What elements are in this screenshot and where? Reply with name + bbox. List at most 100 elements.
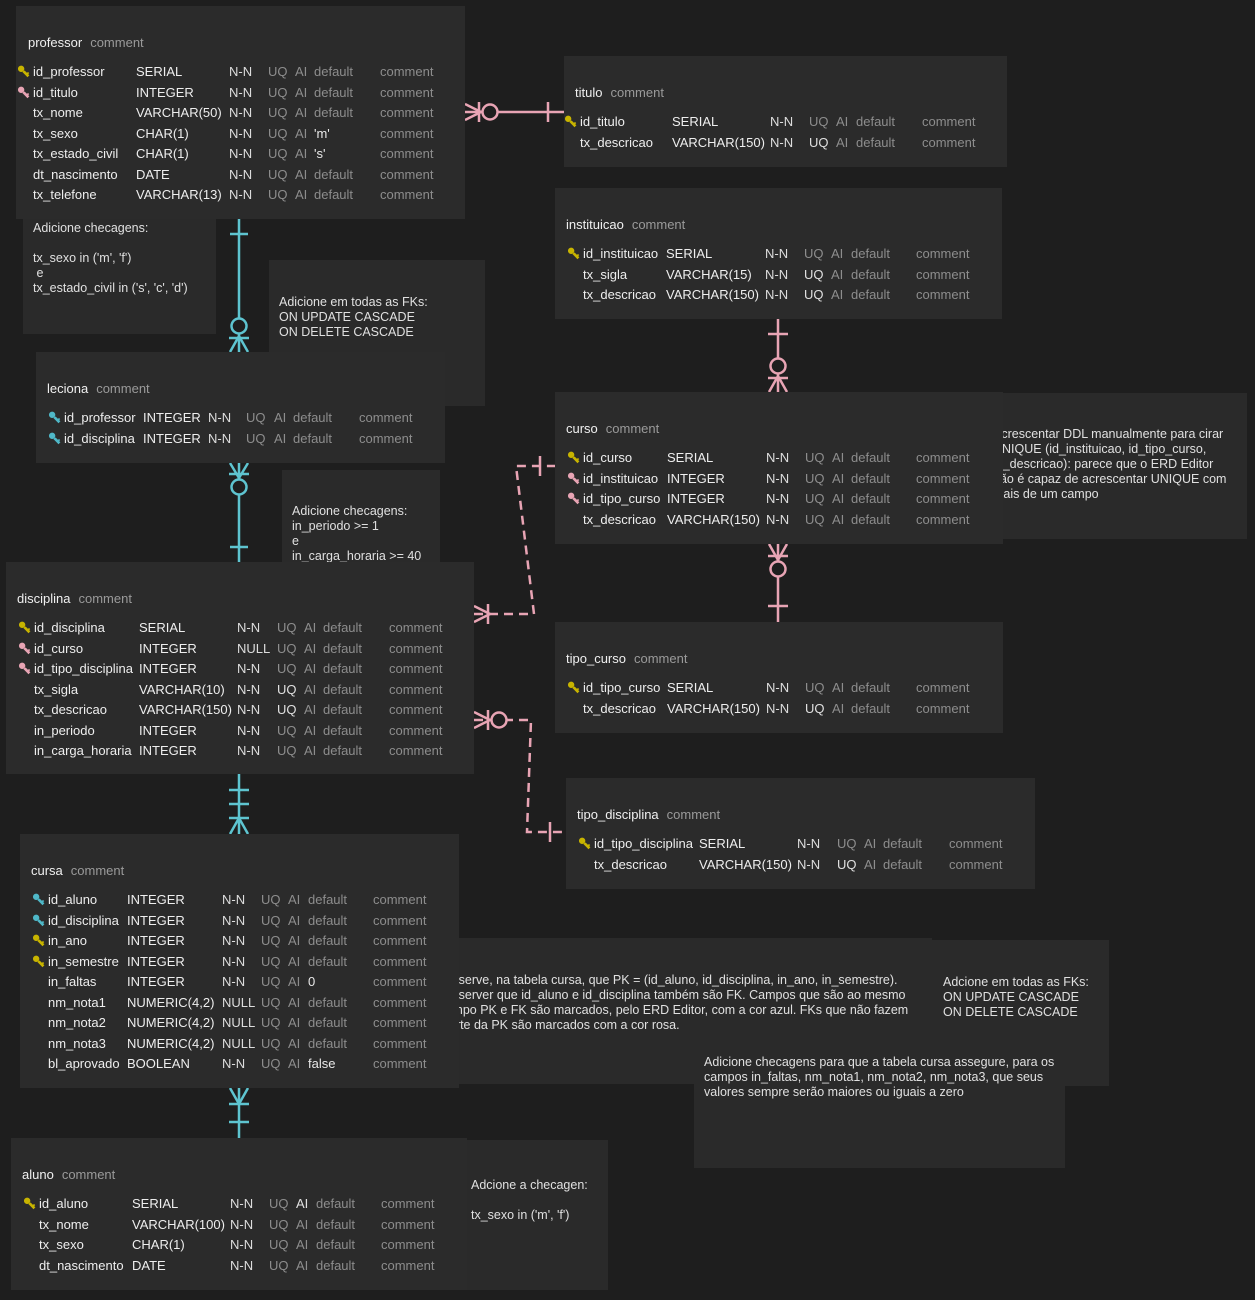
column-type[interactable]: SERIAL [136, 64, 183, 79]
column-autoincrement[interactable]: AI [296, 1216, 309, 1232]
column-nullable[interactable]: N-N [766, 470, 790, 486]
column-comment[interactable]: comment [381, 1216, 435, 1232]
column-default[interactable]: 's' [314, 146, 326, 161]
column-autoincrement[interactable]: AI [836, 134, 849, 150]
column-comment[interactable]: comment [373, 933, 427, 948]
column-autoincrement[interactable]: AI [295, 166, 308, 182]
column-nullable[interactable]: N-N [765, 287, 789, 302]
column-autoincrement[interactable]: AI [831, 287, 844, 302]
column-autoincrement[interactable]: AI [304, 640, 317, 656]
column-nullable[interactable]: N-N [229, 64, 253, 79]
column-default[interactable]: 0 [308, 974, 316, 989]
column-autoincrement[interactable]: AI [304, 722, 317, 738]
column-comment[interactable]: comment [380, 166, 434, 182]
column-type[interactable]: BOOLEAN [127, 1056, 190, 1071]
column-nullable[interactable]: N-N [222, 974, 246, 989]
column-default[interactable]: default [314, 166, 354, 182]
column-type[interactable]: INTEGER [143, 410, 201, 425]
column-default[interactable]: default [323, 661, 363, 676]
column-default[interactable]: default [314, 187, 354, 202]
column-comment[interactable]: comment [922, 134, 976, 150]
column-type[interactable]: INTEGER [143, 430, 201, 446]
column-nullable[interactable]: NULL [222, 1015, 256, 1030]
column-default[interactable]: default [293, 410, 333, 425]
column-autoincrement[interactable]: AI [296, 1196, 309, 1211]
column-unique[interactable]: UQ [269, 1257, 289, 1273]
column-type[interactable]: INTEGER [136, 84, 194, 100]
column-default[interactable]: default [323, 620, 363, 635]
column-unique[interactable]: UQ [269, 1237, 289, 1252]
column-unique[interactable]: UQ [837, 856, 857, 872]
column-nullable[interactable]: N-N [237, 722, 261, 738]
column-comment[interactable]: comment [373, 1035, 427, 1051]
column-autoincrement[interactable]: AI [295, 146, 308, 161]
column-nullable[interactable]: N-N [229, 146, 253, 161]
column-name[interactable]: id_professor [33, 64, 105, 79]
column-comment[interactable]: comment [359, 430, 413, 446]
column-name[interactable]: id_tipo_disciplina [594, 836, 694, 851]
column-name[interactable]: id_professor [64, 410, 136, 425]
table-name[interactable]: leciona [47, 381, 89, 396]
column-nullable[interactable]: N-N [237, 702, 261, 717]
column-unique[interactable]: UQ [809, 134, 829, 150]
column-nullable[interactable]: N-N [765, 246, 789, 261]
column-autoincrement[interactable]: AI [295, 125, 308, 141]
column-type[interactable]: VARCHAR(150) [699, 856, 792, 872]
column-unique[interactable]: UQ [261, 1035, 281, 1051]
column-type[interactable]: DATE [132, 1257, 166, 1273]
column-name[interactable]: id_tipo_curso [583, 491, 661, 506]
table-name[interactable]: titulo [575, 85, 603, 100]
column-autoincrement[interactable]: AI [296, 1237, 309, 1252]
column-type[interactable]: INTEGER [139, 661, 197, 676]
column-default[interactable]: default [851, 246, 891, 261]
column-unique[interactable]: UQ [246, 430, 266, 446]
column-default[interactable]: default [308, 933, 348, 948]
column-name[interactable]: tx_telefone [33, 187, 97, 202]
column-unique[interactable]: UQ [277, 722, 297, 738]
column-name[interactable]: id_titulo [33, 84, 78, 100]
table-comment[interactable]: comment [605, 421, 660, 436]
column-type[interactable]: CHAR(1) [136, 125, 189, 141]
column-type[interactable]: DATE [136, 166, 170, 182]
column-comment[interactable]: comment [373, 1056, 427, 1071]
column-name[interactable]: nm_nota2 [48, 1015, 106, 1030]
column-nullable[interactable]: N-N [237, 681, 261, 697]
column-unique[interactable]: UQ [246, 410, 266, 425]
column-comment[interactable]: comment [359, 410, 413, 425]
column-comment[interactable]: comment [916, 246, 970, 261]
table-comment[interactable]: comment [633, 651, 688, 666]
table-comment[interactable]: comment [70, 863, 125, 878]
column-autoincrement[interactable]: AI [831, 246, 844, 261]
column-name[interactable]: tx_descricao [34, 702, 107, 717]
column-name[interactable]: in_semestre [48, 953, 119, 969]
column-comment[interactable]: comment [949, 836, 1003, 851]
column-nullable[interactable]: N-N [208, 410, 232, 425]
column-name[interactable]: tx_descricao [583, 700, 656, 716]
column-comment[interactable]: comment [389, 661, 443, 676]
column-default[interactable]: default [323, 722, 363, 738]
column-comment[interactable]: comment [373, 892, 427, 907]
column-name[interactable]: nm_nota3 [48, 1035, 106, 1051]
column-default[interactable]: default [323, 743, 363, 758]
column-autoincrement[interactable]: AI [832, 450, 845, 465]
column-name[interactable]: id_tipo_curso [583, 680, 661, 695]
column-name[interactable]: id_disciplina [64, 430, 135, 446]
column-autoincrement[interactable]: AI [836, 114, 849, 129]
